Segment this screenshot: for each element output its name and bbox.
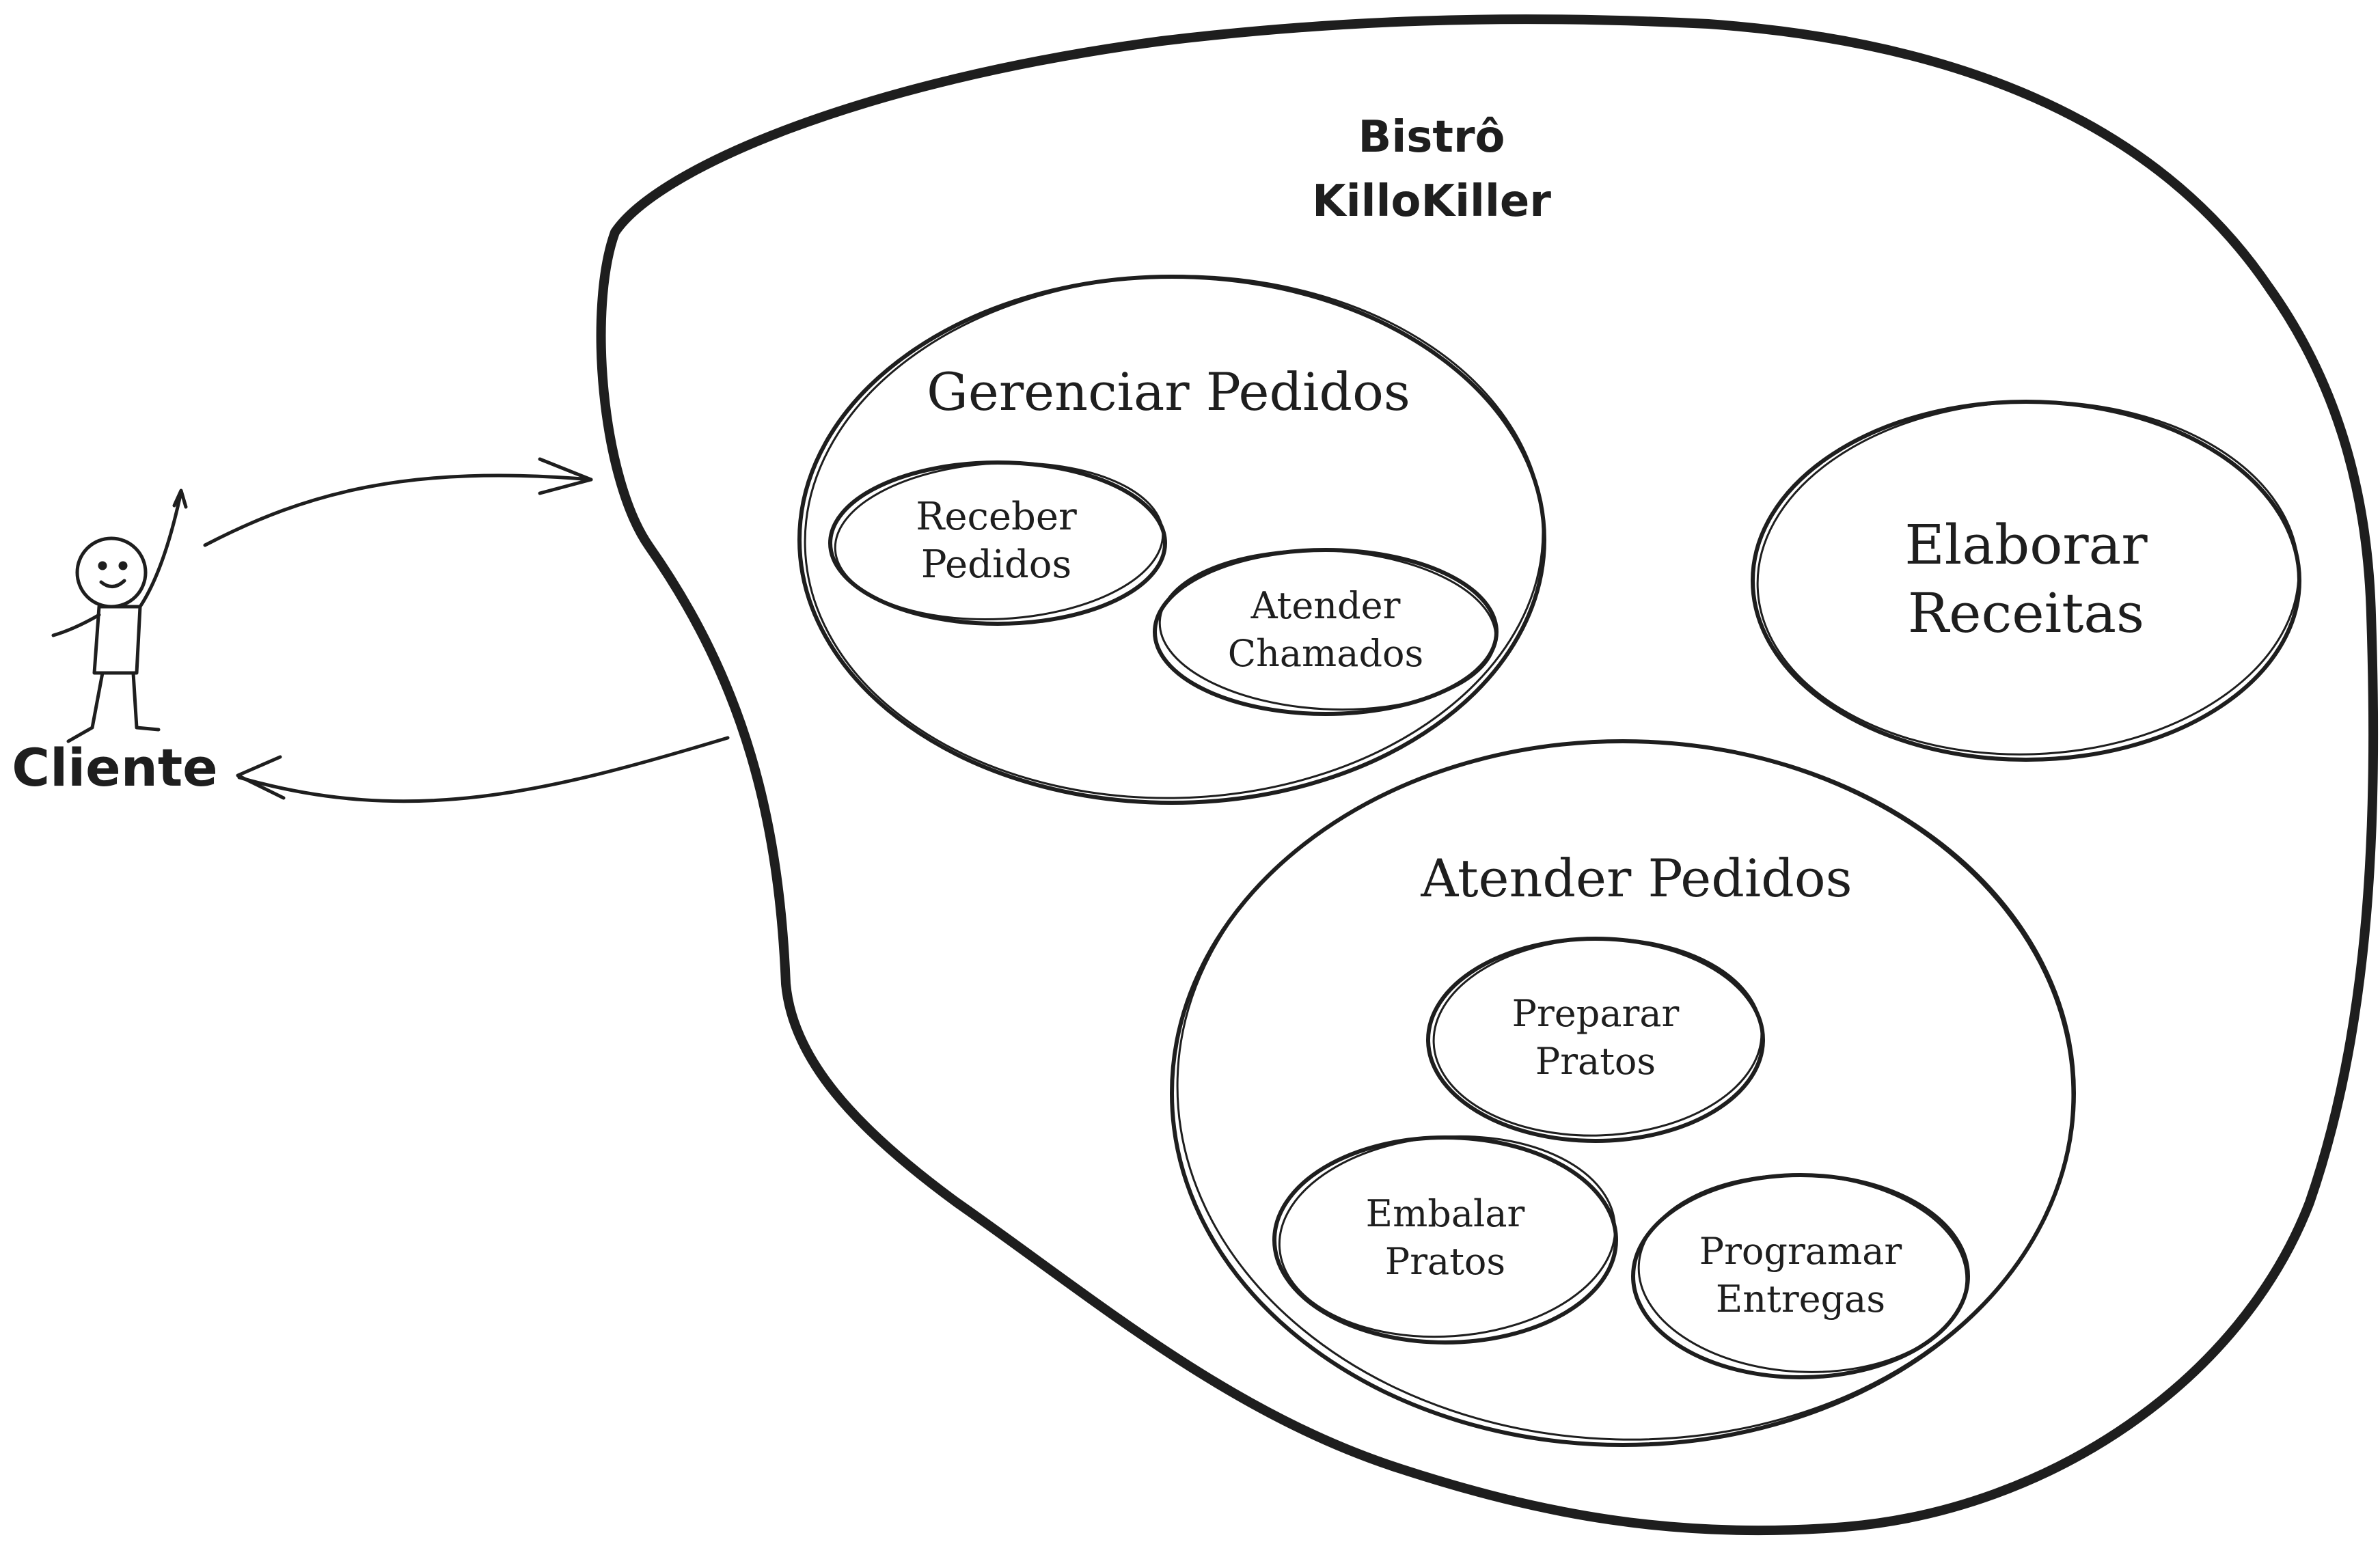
group-gerenciar-pedidos-title: Gerenciar Pedidos bbox=[927, 361, 1410, 422]
group-atender-pedidos-title: Atender Pedidos bbox=[1420, 848, 1852, 909]
group-atender-pedidos bbox=[1170, 739, 2076, 1447]
system-title-line1: Bistrô bbox=[1358, 112, 1505, 163]
usecase-elaborar-receitas-line1: Elaborar bbox=[1904, 513, 2148, 577]
actor-figure bbox=[51, 488, 188, 743]
usecase-preparar-pratos-line2: Pratos bbox=[1535, 1040, 1656, 1083]
usecase-elaborar-receitas-sketch bbox=[1756, 400, 2300, 756]
arrow-to-actor-head bbox=[236, 755, 286, 800]
system-boundary bbox=[596, 14, 2379, 1536]
usecase-atender-chamados-line2: Chamados bbox=[1228, 632, 1423, 675]
usecase-receber-pedidos-line1: Receber bbox=[916, 495, 1077, 539]
usecase-embalar-pratos-line1: Embalar bbox=[1366, 1192, 1525, 1235]
system-title-line2: KilloKiller bbox=[1312, 176, 1551, 227]
arrow-to-system-head bbox=[538, 457, 593, 495]
usecase-programar-entregas-line1: Programar bbox=[1699, 1230, 1902, 1273]
usecase-programar-entregas-sketch bbox=[1637, 1174, 1968, 1373]
actor-label: Cliente bbox=[12, 737, 217, 798]
usecase-preparar-pratos-sketch bbox=[1432, 937, 1763, 1137]
arrow-to-actor bbox=[237, 736, 730, 803]
usecase-elaborar-receitas-line2: Receitas bbox=[1908, 581, 2144, 645]
usecase-atender-chamados-line1: Atender bbox=[1250, 584, 1401, 627]
usecase-preparar-pratos-line1: Preparar bbox=[1512, 992, 1680, 1035]
group-atender-pedidos-sketch bbox=[1176, 740, 2074, 1441]
usecase-receber-pedidos-sketch bbox=[834, 461, 1164, 621]
group-gerenciar-pedidos-sketch bbox=[804, 275, 1544, 799]
arrow-to-system bbox=[203, 473, 593, 547]
usecase-embalar-pratos-sketch bbox=[1278, 1135, 1617, 1338]
usecase-embalar-pratos-line2: Pratos bbox=[1385, 1240, 1505, 1283]
usecase-receber-pedidos-line2: Pedidos bbox=[921, 542, 1071, 587]
usecase-programar-entregas-line2: Entregas bbox=[1716, 1278, 1885, 1321]
usecase-atender-chamados-sketch bbox=[1158, 549, 1497, 711]
